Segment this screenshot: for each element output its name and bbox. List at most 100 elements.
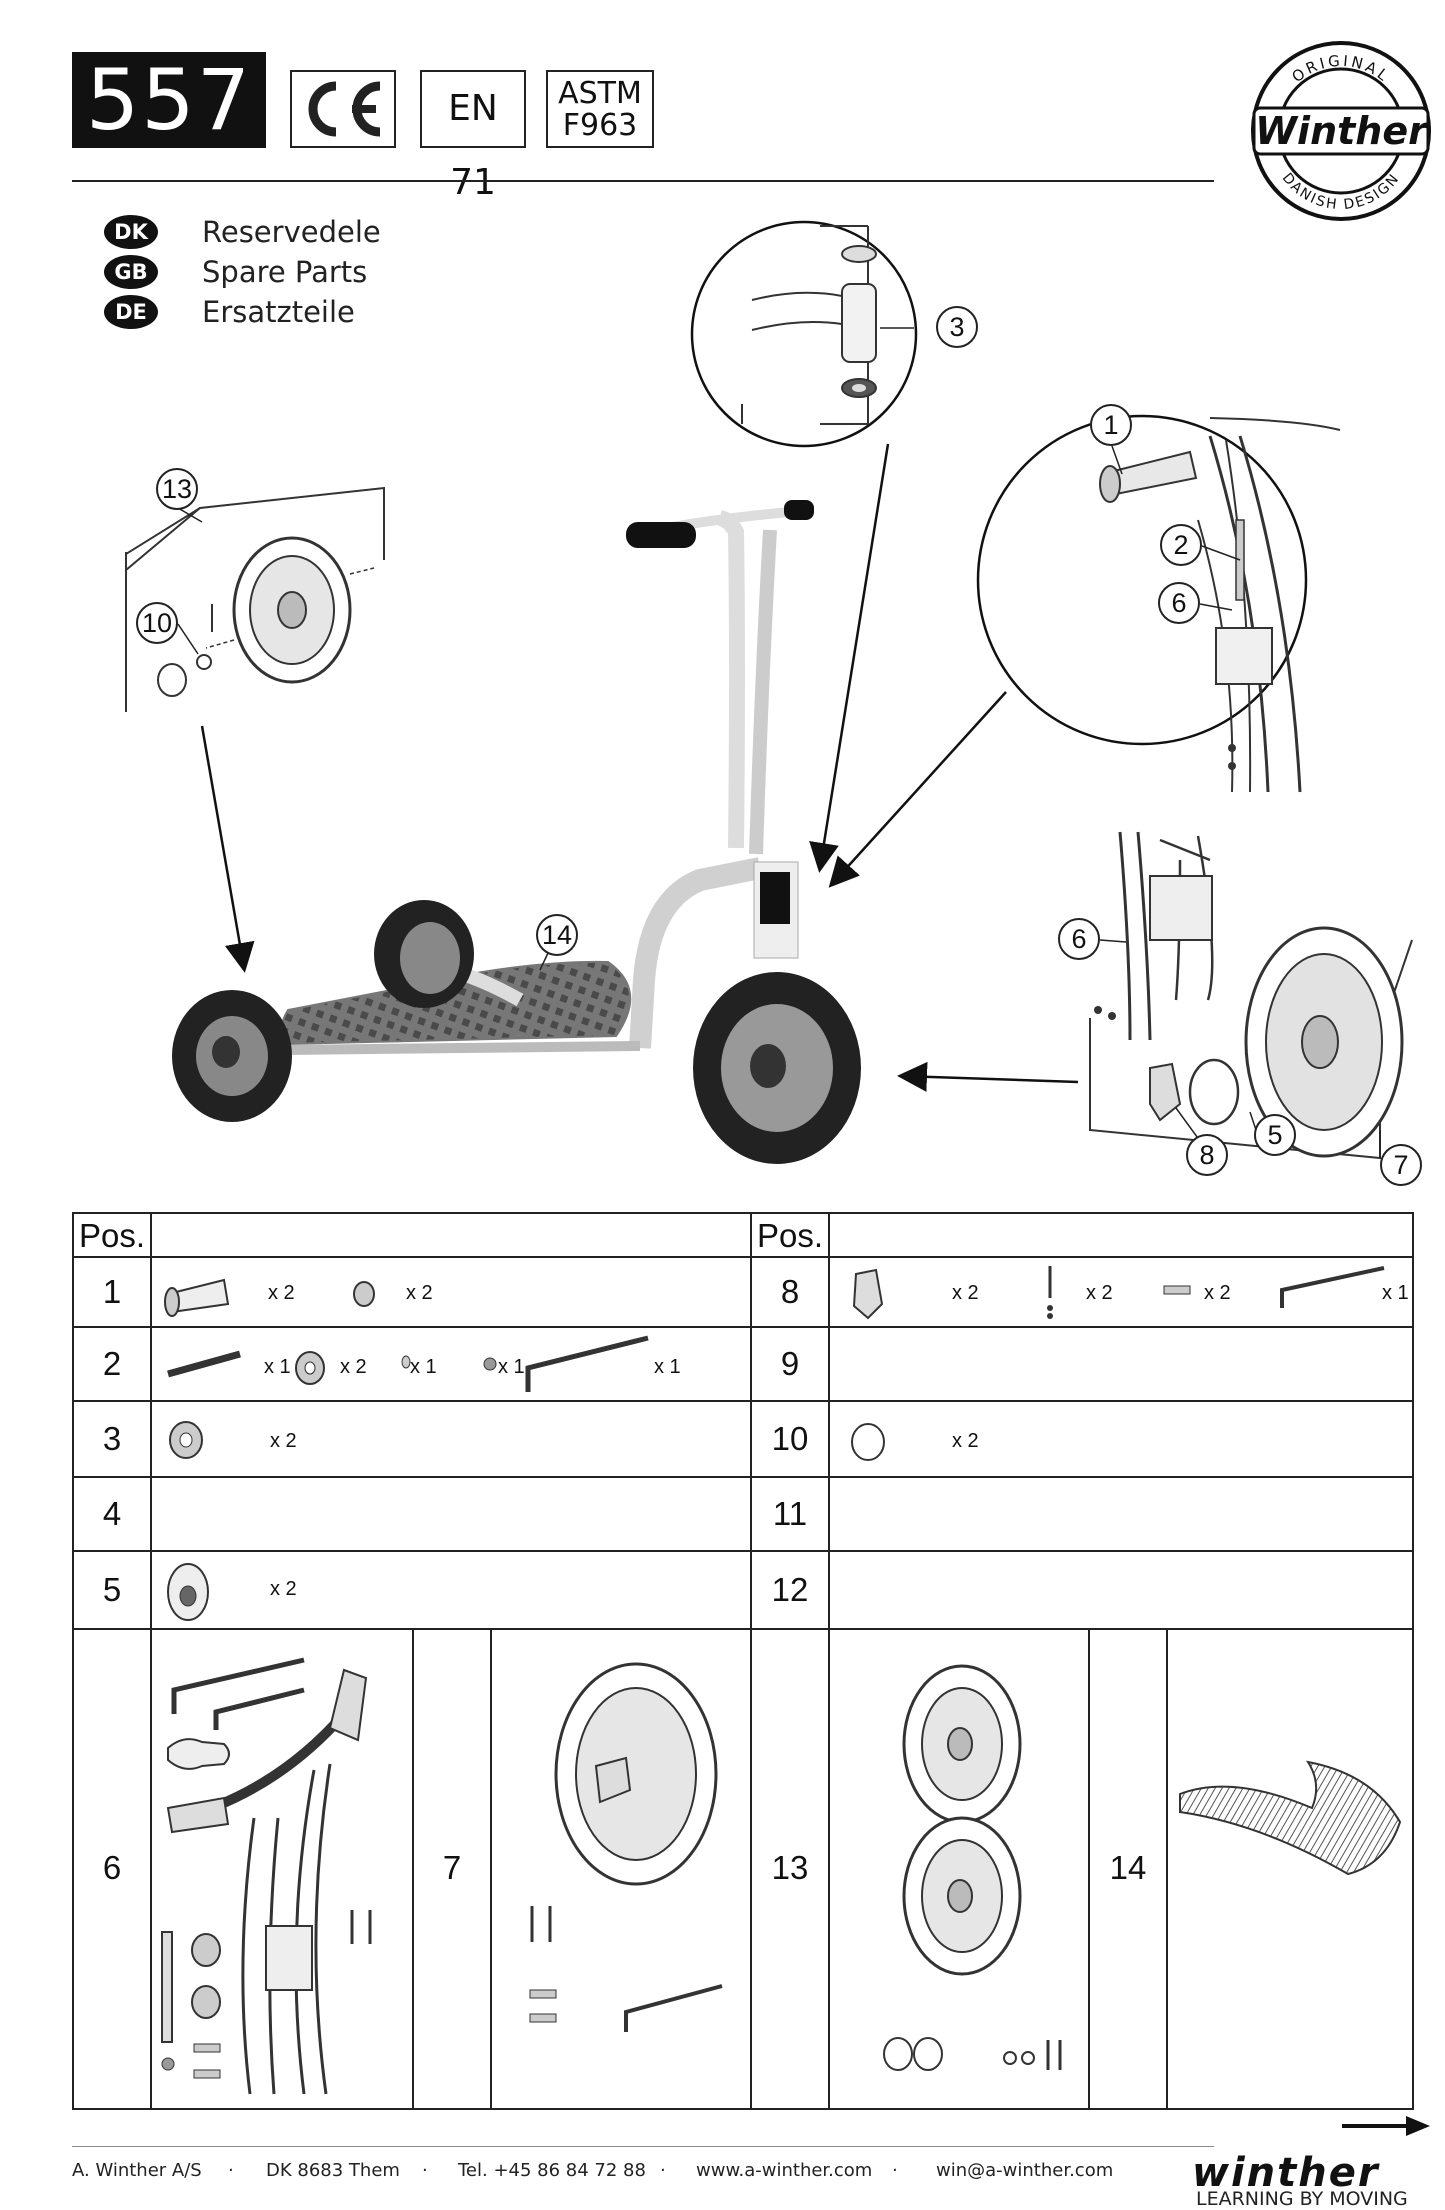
arrow-to-handlebar <box>828 691 1007 888</box>
en71-mark: EN 71 <box>420 70 526 203</box>
footer-separator: · <box>660 2160 666 2181</box>
pos-number: 3 <box>102 1420 122 1457</box>
callout-7: 7 <box>1380 1144 1422 1186</box>
row-1-parts <box>164 1278 375 1317</box>
spring-icon <box>1163 1285 1191 1295</box>
callout-5: 5 <box>1254 1114 1296 1156</box>
language-label: Spare Parts <box>202 255 368 289</box>
footer-divider <box>72 2146 1214 2147</box>
quantity: x 2 <box>952 1282 979 1304</box>
footer-separator: · <box>892 2160 898 2181</box>
language-label: Ersatzteile <box>202 295 355 329</box>
pos-number: 7 <box>442 1849 462 1886</box>
quantity: x 2 <box>268 1282 295 1304</box>
language-label: Reservedele <box>202 215 381 249</box>
arrow-to-front-wheel <box>897 1061 1079 1092</box>
rear-wheels-illustration <box>883 1664 1062 2071</box>
language-badge: DK <box>104 215 158 249</box>
pos-number: 9 <box>780 1345 800 1382</box>
detail-rear-wheel <box>125 486 385 712</box>
quantity: x 2 <box>1204 1282 1231 1304</box>
table-rule <box>74 1550 1412 1552</box>
pos-number: 4 <box>102 1495 122 1532</box>
table-col-rule <box>490 1628 492 2108</box>
quantity: x 2 <box>406 1282 433 1304</box>
detail-bearing-circle <box>690 220 918 448</box>
callout-10: 10 <box>136 602 178 644</box>
quantity: x 2 <box>952 1430 979 1452</box>
table-col-rule <box>750 1214 752 2108</box>
table-rule <box>74 1256 1412 1258</box>
hex-key-icon <box>525 1335 649 1392</box>
language-badge: GB <box>104 255 158 289</box>
logo-name: Winther <box>1255 109 1429 153</box>
quantity: x 2 <box>270 1578 297 1600</box>
arrow-to-rear-wheel <box>200 725 255 973</box>
scooter-illustration <box>172 500 861 1164</box>
footer-phone: Tel. +45 86 84 72 88 <box>458 2160 646 2181</box>
axle-pin-icon <box>167 1350 241 1378</box>
callout-8: 8 <box>1186 1134 1228 1176</box>
end-cap-icon <box>353 1281 375 1307</box>
hex-key-icon <box>1280 1266 1385 1308</box>
brand-tagline: LEARNING BY MOVING <box>1196 2188 1408 2210</box>
row-5-parts <box>167 1563 209 1621</box>
detail-front-wheel <box>1089 831 1413 1160</box>
footer-separator: · <box>228 2160 234 2181</box>
washer-icon <box>401 1355 411 1369</box>
callout-13: 13 <box>156 468 198 510</box>
wheel-cap-icon <box>851 1423 885 1461</box>
front-wheel-illustration <box>529 1662 723 2032</box>
table-rule <box>74 1326 1412 1328</box>
quantity: x 2 <box>270 1430 297 1452</box>
astm-line-2: F963 <box>562 108 638 143</box>
ce-mark <box>290 70 396 148</box>
pos-number: 12 <box>771 1571 809 1608</box>
model-number: 557 <box>72 52 266 148</box>
row-10-parts <box>851 1423 885 1461</box>
callout-leaders <box>177 327 1381 1158</box>
astm-mark: ASTM F963 <box>546 70 654 148</box>
pos-number: 10 <box>771 1420 809 1457</box>
detail-handlebar-circle <box>976 414 1341 793</box>
callout-3: 3 <box>936 306 978 348</box>
pos-number: 2 <box>102 1345 122 1382</box>
table-rule <box>74 1400 1412 1402</box>
scooter-exploded-diagram <box>125 220 1413 1164</box>
deck-illustration <box>1179 1760 1402 1876</box>
callout-1: 1 <box>1090 404 1132 446</box>
brand-wordmark: winther <box>1192 2150 1380 2196</box>
pos-number: 8 <box>780 1273 800 1310</box>
callout-2: 2 <box>1160 524 1202 566</box>
pos-number: 14 <box>1109 1849 1147 1886</box>
astm-line-1: ASTM <box>558 76 642 111</box>
quantity: x 1 <box>410 1356 437 1378</box>
table-rule <box>74 1628 1412 1630</box>
table-col-rule <box>1166 1628 1168 2108</box>
next-page-arrow-icon <box>1342 2116 1430 2136</box>
footer-website[interactable]: www.a-winther.com <box>696 2160 873 2181</box>
footer-email[interactable]: win@a-winther.com <box>936 2160 1114 2181</box>
language-row-de: DE Ersatzteile <box>104 294 355 330</box>
header-divider <box>72 180 1214 182</box>
quantity: x 2 <box>1086 1282 1113 1304</box>
axle-pin-icon <box>161 1931 173 2043</box>
row-2-parts <box>167 1335 649 1392</box>
callout-14: 14 <box>536 914 578 956</box>
quantity: x 1 <box>498 1356 525 1378</box>
pos-header: Pos. <box>78 1217 146 1254</box>
pos-number: 6 <box>102 1849 122 1886</box>
language-row-dk: DK Reservedele <box>104 214 381 250</box>
ce-mark-icon <box>308 81 381 137</box>
wrench-icon <box>167 1738 230 1770</box>
pos-number: 1 <box>102 1273 122 1310</box>
winther-seal-logo: ORIGINAL Winther DANISH DESIGN <box>1251 41 1431 221</box>
table-col-rule <box>828 1214 830 2108</box>
parts-table: Pos. Pos. 1 2 3 4 5 8 9 10 11 12 6 7 13 … <box>72 1212 1414 2110</box>
frame-kit-illustration <box>161 1657 372 2095</box>
table-col-rule <box>412 1628 414 2108</box>
pos-number: 11 <box>772 1495 808 1532</box>
table-rule <box>74 1476 1412 1478</box>
row-3-parts <box>169 1421 203 1459</box>
quantity: x 2 <box>340 1356 367 1378</box>
